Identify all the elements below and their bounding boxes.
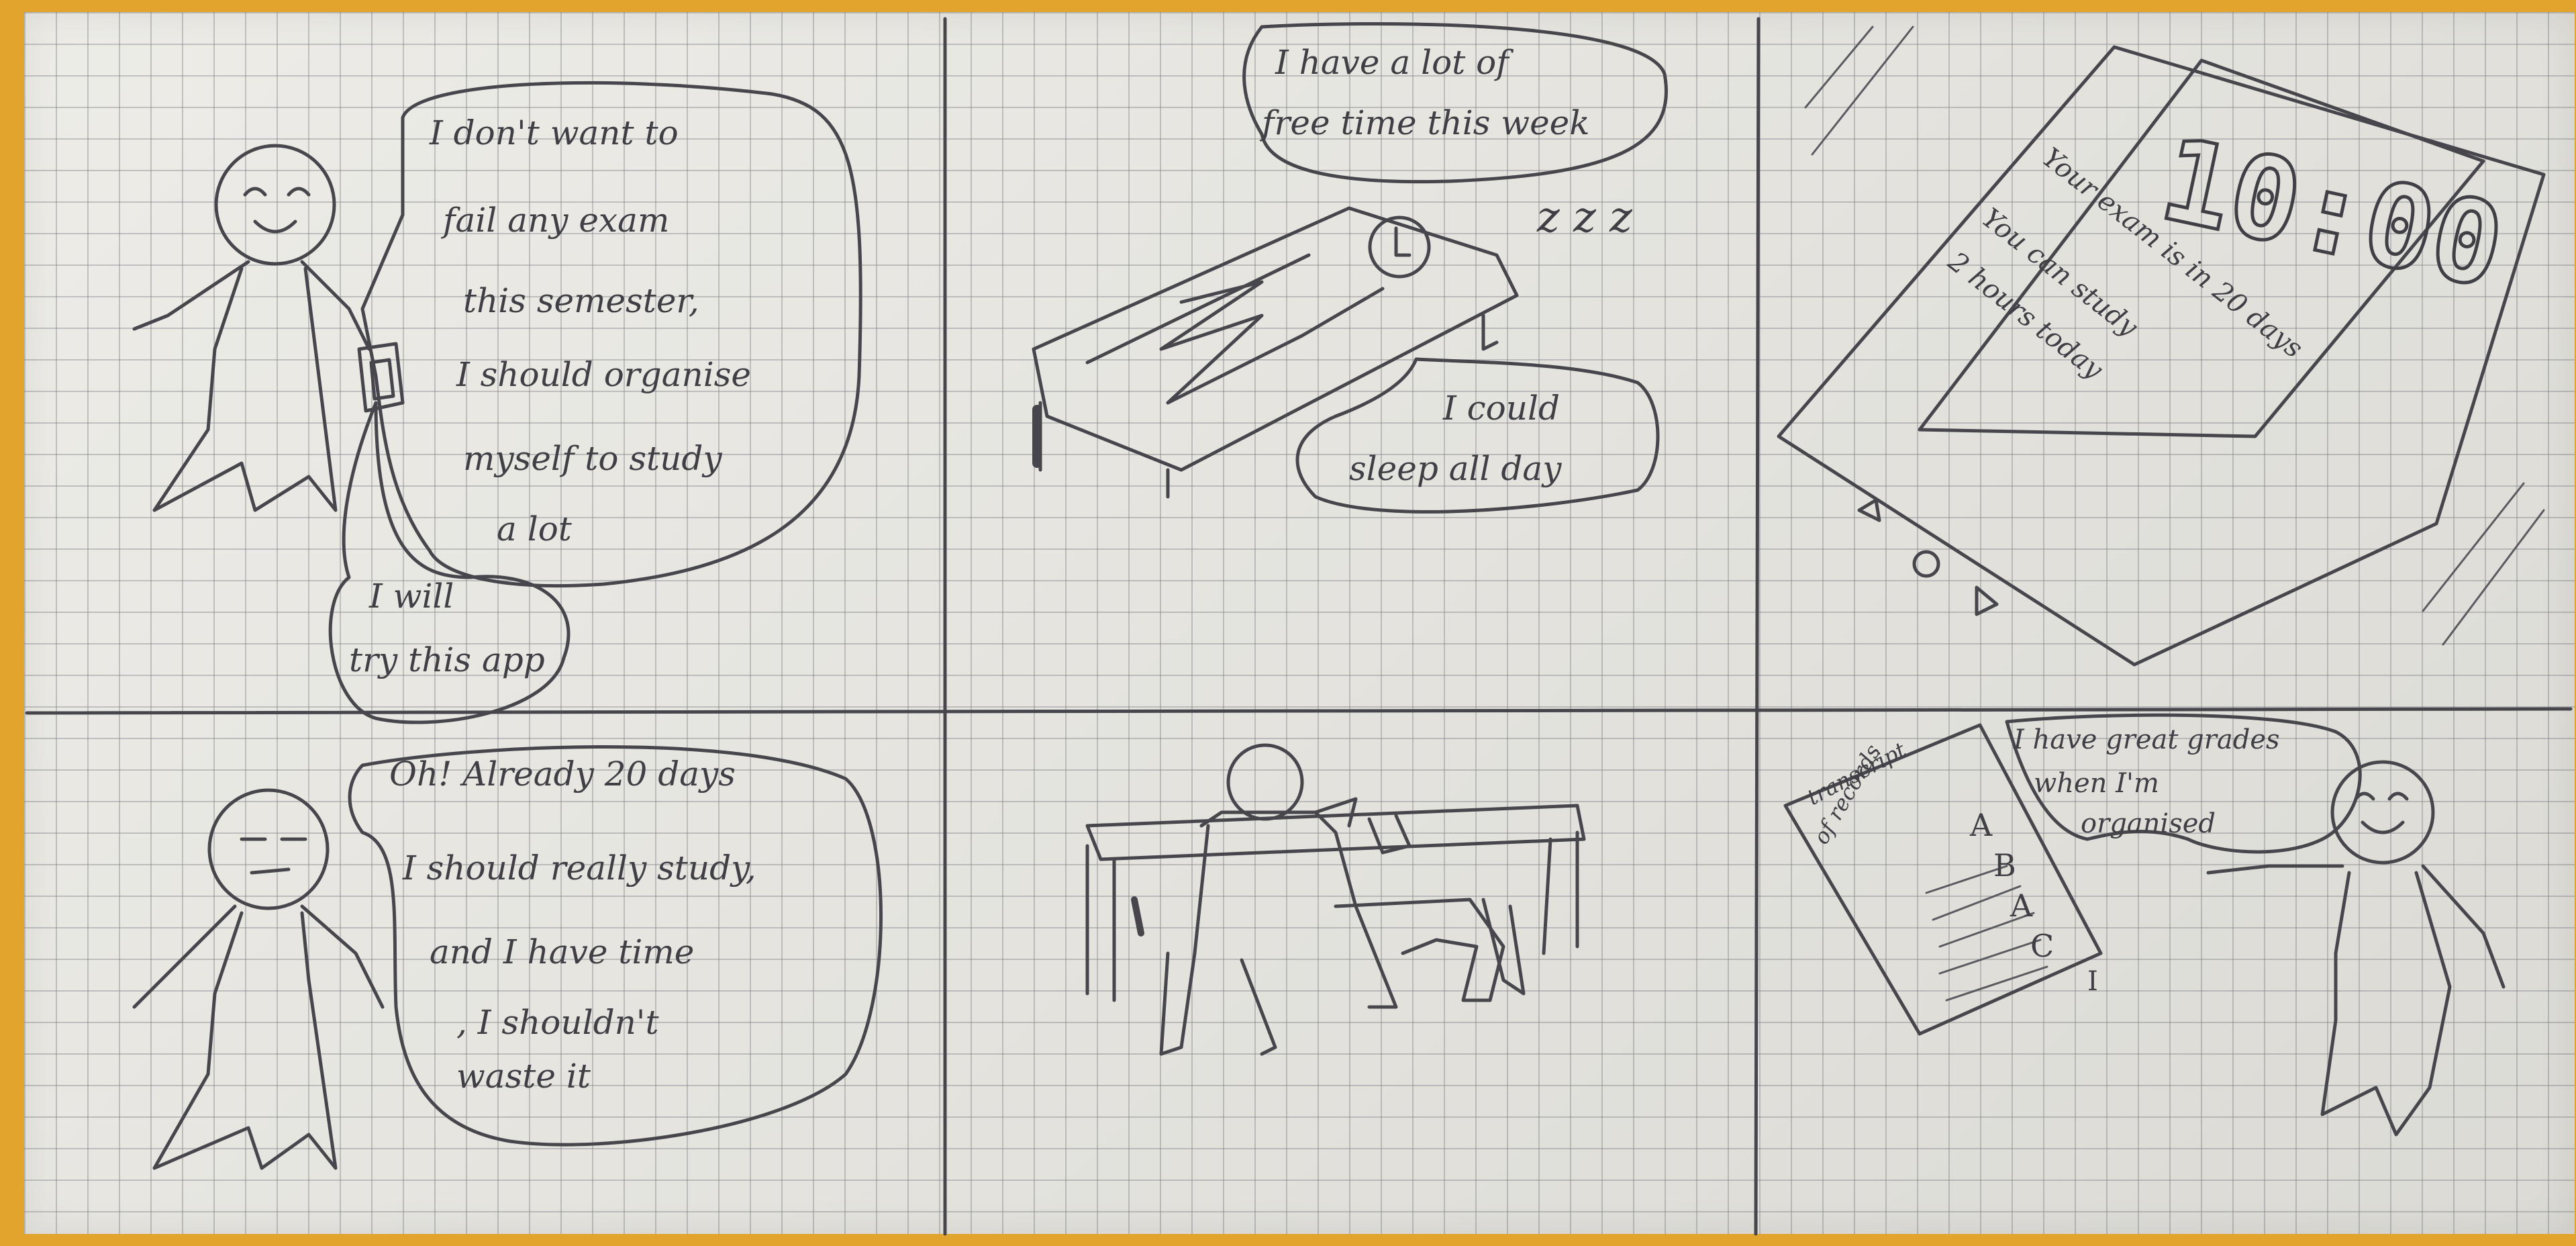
panel-1: I don't want to fail any exam this semes… bbox=[132, 81, 862, 724]
transcript-document bbox=[1783, 723, 2103, 1036]
speech-bubble-6 bbox=[2005, 713, 2362, 854]
bubble-5-line-3: and I have time bbox=[430, 932, 694, 971]
phone-screen-notification bbox=[1777, 45, 2546, 667]
back-button-icon bbox=[1857, 498, 1881, 522]
home-button-icon bbox=[1912, 550, 1940, 578]
speech-bubble-3 bbox=[1242, 21, 1668, 184]
bubble-1-line-2: fail any exam bbox=[440, 201, 669, 240]
bubble-5-line-1: Oh! Already 20 days bbox=[389, 755, 736, 794]
bubble-6-line-1: I have great grades bbox=[2013, 724, 2280, 755]
bubble-4-line-2: sleep all day bbox=[1349, 449, 1562, 488]
graph-paper-sheet bbox=[24, 12, 2575, 1234]
bubble-2-line-2: try this app bbox=[349, 640, 545, 679]
bubble-1-line-6: a lot bbox=[497, 510, 573, 548]
panel-2: I have a lot of free time this week z z … bbox=[1032, 21, 1668, 514]
bubble-4-line-1: I could bbox=[1442, 389, 1560, 428]
bubble-3-line-1: I have a lot of bbox=[1275, 43, 1514, 82]
bubble-1-line-3: this semester, bbox=[463, 281, 699, 320]
grade-2: B bbox=[1993, 847, 2016, 883]
speech-bubble-5 bbox=[348, 745, 883, 1147]
character-smiling bbox=[132, 144, 371, 512]
bubble-1-line-5: myself to study bbox=[463, 439, 722, 478]
grade-4: C bbox=[2030, 928, 2054, 964]
phone-nav-buttons bbox=[1857, 498, 1999, 616]
bubble-5-line-4: , I shouldn't bbox=[456, 1003, 660, 1042]
panel-4: Oh! Already 20 days I should really stud… bbox=[132, 745, 883, 1170]
grade-3: A bbox=[2010, 888, 2033, 924]
panel-5 bbox=[1085, 743, 1586, 1056]
recent-button-icon bbox=[1975, 585, 1999, 616]
character-worried bbox=[132, 788, 385, 1170]
bed-with-sleeping-person bbox=[1032, 206, 1519, 499]
character-happy bbox=[2206, 760, 2506, 1137]
snore-text: z z z bbox=[1536, 193, 1633, 242]
panel-borders bbox=[25, 17, 2573, 1236]
bubble-6-line-2: when I'm bbox=[2034, 768, 2159, 799]
speech-bubble-4 bbox=[1295, 357, 1660, 514]
grade-1: A bbox=[1969, 807, 1993, 843]
bubble-1-line-1: I don't want to bbox=[429, 113, 679, 152]
bubble-5-line-2: I should really study, bbox=[402, 849, 756, 888]
bubble-3-line-2: free time this week bbox=[1259, 103, 1590, 142]
bubble-5-line-5: waste it bbox=[456, 1057, 591, 1096]
phone-in-hand-icon bbox=[357, 342, 405, 413]
person-studying-at-desk bbox=[1085, 743, 1586, 1056]
panel-6: transcript of records A B A C I I have g… bbox=[1783, 713, 2506, 1137]
bubble-6-line-3: organised bbox=[2081, 808, 2216, 839]
bubble-1-line-4: I should organise bbox=[456, 355, 751, 394]
grade-5: I bbox=[2087, 966, 2098, 997]
speech-bubble-2 bbox=[328, 401, 571, 724]
speech-bubble-1 bbox=[360, 81, 862, 588]
bubble-2-line-1: I will bbox=[368, 577, 454, 616]
panel-3: 10:00 Your exam is in 20 days You can st… bbox=[1777, 26, 2546, 667]
